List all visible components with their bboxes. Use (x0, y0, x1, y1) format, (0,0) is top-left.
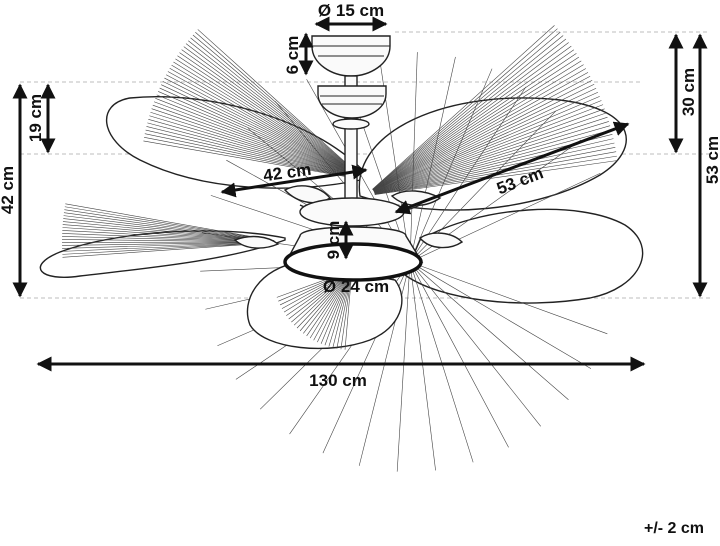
dimension-lines (12, 16, 708, 372)
fan-height-label: 42 cm (0, 166, 17, 214)
light-height-label: 9 cm (324, 221, 343, 260)
fan-canopy (311, 35, 391, 77)
light-diameter-label: Ø 24 cm (323, 277, 389, 296)
motor-collar (317, 85, 387, 130)
total-width-label: 130 cm (309, 371, 367, 390)
fan-blade-upper-right (358, 25, 627, 211)
total-height-label: 53 cm (703, 136, 720, 184)
rod-drop-label: 30 cm (679, 68, 698, 116)
blade-drop-label: 19 cm (26, 94, 45, 142)
motor-housing (299, 197, 405, 227)
tolerance-note: +/- 2 cm (643, 520, 704, 537)
canopy-height-label: 6 cm (283, 36, 302, 75)
fan-blade-bottom (246, 261, 403, 350)
light-kit (283, 226, 424, 282)
canopy-diameter-label: Ø 15 cm (318, 1, 384, 20)
